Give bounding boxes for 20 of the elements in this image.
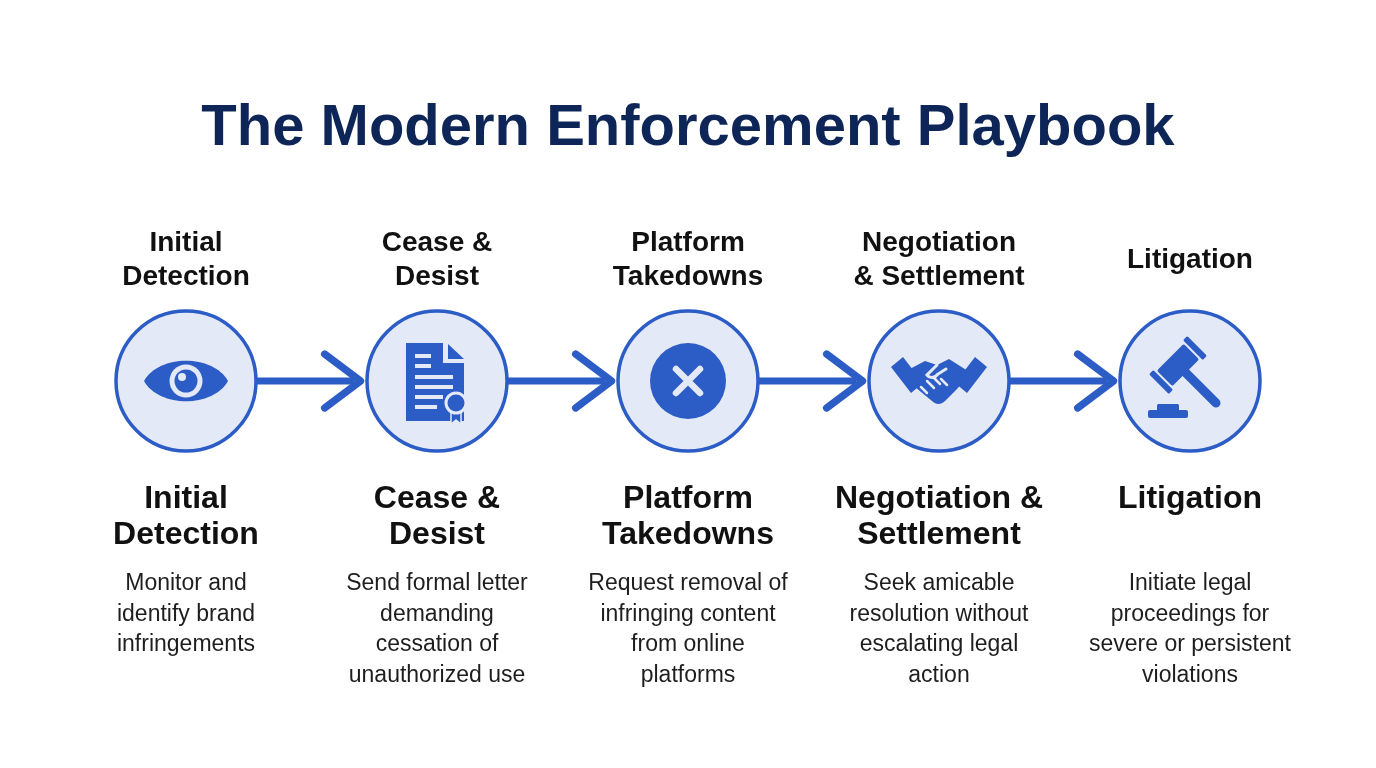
arrow: [758, 350, 867, 412]
step-heading: Initial Detection: [121, 225, 251, 293]
step-heading: Cease & Desist: [381, 225, 493, 293]
step-heading: Negotiation & Settlement: [834, 479, 1044, 551]
step-heading: Platform Takedowns: [601, 479, 775, 551]
step-heading: Litigation: [1117, 479, 1263, 515]
step-description: Seek amicable resolution without escalating legal action: [849, 568, 1029, 689]
arrow: [1009, 350, 1118, 412]
step-description: Initiate legal proceedings for severe or persistent violations: [1088, 568, 1292, 689]
step-heading: Litigation: [1126, 242, 1254, 276]
step-heading: Initial Detection: [112, 479, 260, 551]
step-description: Send formal letter demanding cessation of unauthorized use: [345, 568, 529, 689]
arrow: [256, 350, 365, 412]
step-description: Request removal of infringing content from online platforms: [587, 568, 789, 689]
arrow: [507, 350, 616, 412]
step-description: Monitor and identify brand infringements: [116, 568, 256, 658]
step-heading: Negotiation & Settlement: [852, 225, 1026, 293]
title: The Modern Enforcement Playbook: [201, 92, 1175, 158]
step-heading: Cease & Desist: [373, 479, 501, 551]
step-heading: Platform Takedowns: [612, 225, 764, 293]
